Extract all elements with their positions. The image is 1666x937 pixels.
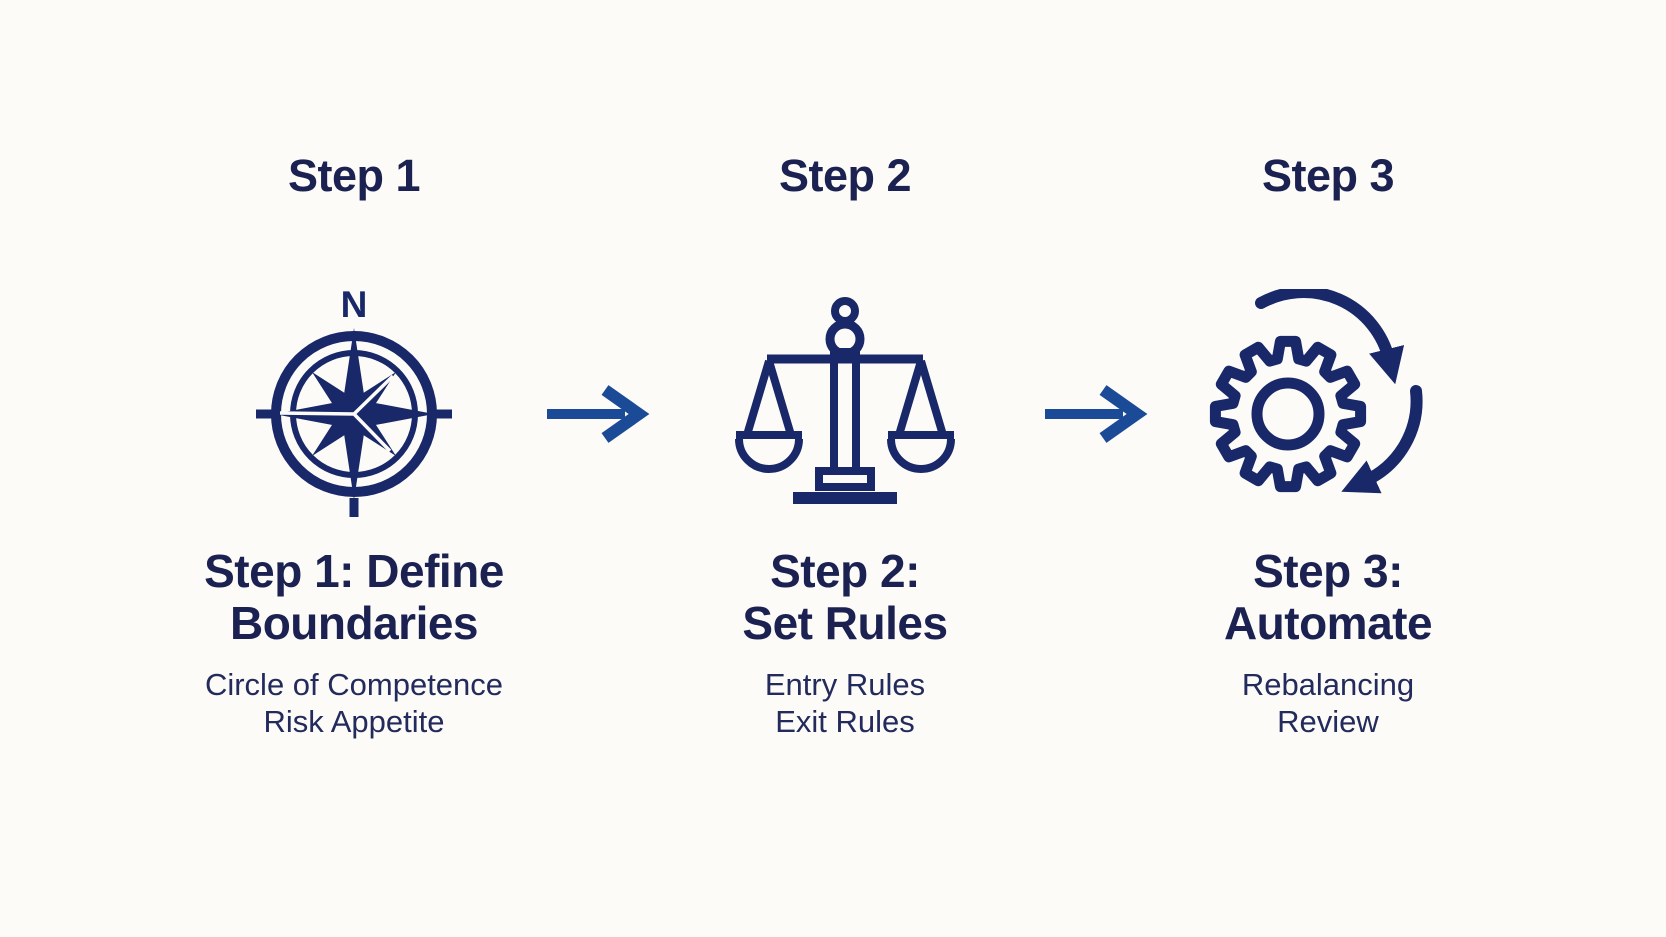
- right-arrow-icon: [547, 385, 650, 443]
- scales-top-ring: [831, 297, 859, 325]
- step-2-sub-line1: Entry Rules: [764, 666, 926, 702]
- step-1-sub-line1: Circle of Competence: [204, 666, 504, 702]
- step-2-title-line1: Step 2:: [770, 545, 920, 597]
- step-3-header: Step 3: [1261, 150, 1395, 201]
- step-3-title-line1: Step 3:: [1253, 545, 1403, 597]
- compass-icon-svg: N: [256, 284, 452, 517]
- scales-right-pan: [887, 438, 955, 473]
- step-1-title: Step 1: Define Boundaries: [124, 545, 584, 650]
- step-1-column: Step 1 N Step 1: Define Boundaries: [124, 0, 584, 740]
- scales-icon-svg: [735, 297, 955, 504]
- compass-north-label: N: [341, 284, 368, 325]
- step-2-title-line2: Set Rules: [742, 596, 948, 649]
- gear-teeth-outline: [1209, 335, 1367, 492]
- compass-icon: N: [124, 276, 584, 526]
- scales-icon: [615, 276, 1075, 526]
- right-arrow-icon: [1045, 385, 1148, 443]
- flow-arrow-1: [545, 383, 655, 445]
- gear-refresh-icon: [1098, 276, 1558, 526]
- scales-left-pan: [735, 438, 803, 473]
- step-2-title: Step 2: Set Rules: [615, 545, 1075, 650]
- step-2-sub-line2: Exit Rules: [775, 704, 915, 740]
- step-1-title-line1: Step 1: Define: [204, 545, 504, 597]
- step-2-subtitle: Entry Rules Exit Rules: [615, 666, 1075, 740]
- step-3-subtitle: Rebalancing Review: [1098, 666, 1558, 740]
- step-1-subtitle: Circle of Competence Risk Appetite: [124, 666, 584, 740]
- flow-arrow-2: [1043, 383, 1153, 445]
- step-1-title-line2: Boundaries: [229, 596, 479, 649]
- gear-refresh-icon-svg: [1209, 288, 1423, 493]
- rotate-arrow-top: [1255, 288, 1405, 384]
- step-3-sub-line2: Review: [1277, 704, 1379, 740]
- step-2-column: Step 2: [615, 0, 1075, 740]
- rotate-arrow-bottom: [1341, 384, 1423, 493]
- scales-post: [830, 348, 860, 475]
- step-1-header: Step 1: [287, 150, 421, 201]
- step-3-title-line2: Automate: [1223, 596, 1433, 649]
- step-2-header: Step 2: [778, 150, 912, 201]
- step-3-sub-line1: Rebalancing: [1241, 666, 1415, 702]
- step-1-sub-line2: Risk Appetite: [263, 704, 445, 740]
- compass-rose-facets: [279, 374, 395, 452]
- step-3-column: Step 3 Step 3: Automate Rebalancing: [1098, 0, 1558, 740]
- gear-hub-ring: [1251, 377, 1325, 450]
- step-3-title: Step 3: Automate: [1098, 545, 1558, 650]
